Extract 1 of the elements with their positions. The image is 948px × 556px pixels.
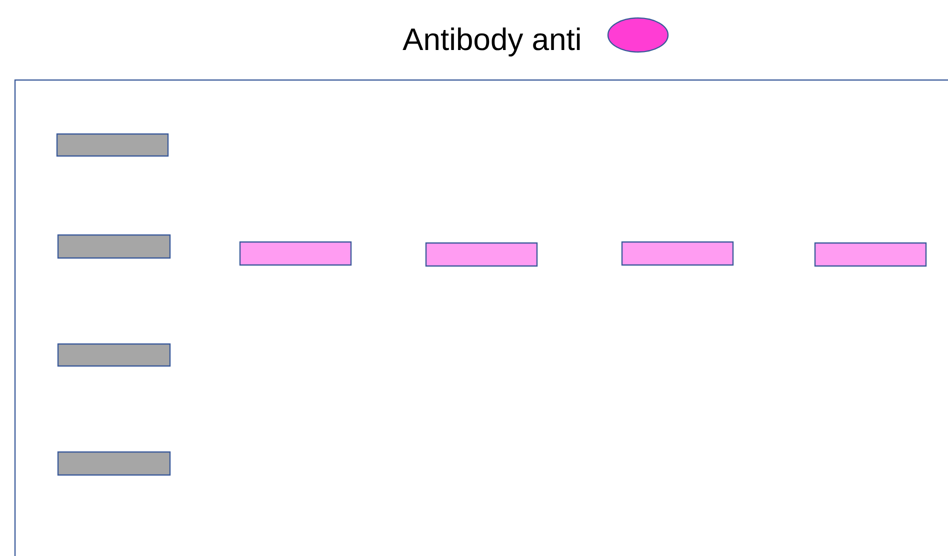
title: Antibody anti — [402, 28, 580, 56]
